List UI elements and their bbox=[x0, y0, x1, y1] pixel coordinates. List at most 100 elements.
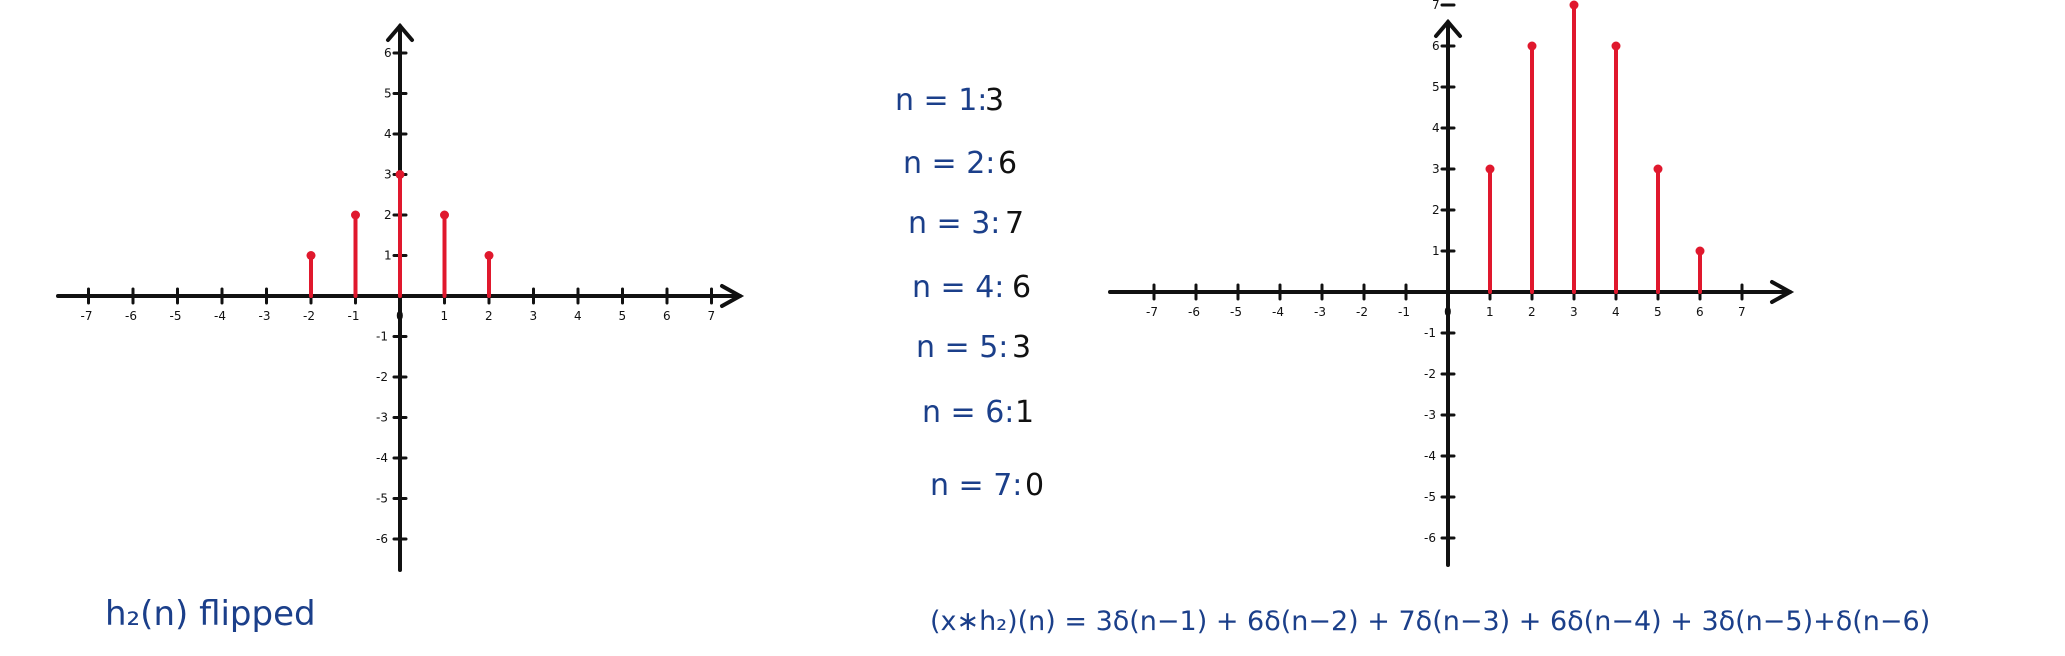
x-tick-label: -5 bbox=[170, 309, 182, 323]
values-row: n = 1: 3 bbox=[895, 83, 1004, 118]
n-label: n = 6: bbox=[922, 395, 1014, 430]
y-tick-label: 6 bbox=[384, 46, 392, 60]
n-value: 6 bbox=[1012, 270, 1031, 305]
y-tick-label: -4 bbox=[1424, 449, 1436, 463]
x-tick-label: -4 bbox=[1272, 305, 1284, 319]
values-row: n = 5: 3 bbox=[916, 330, 1031, 365]
n-value: 3 bbox=[1012, 330, 1031, 365]
y-tick-label: -4 bbox=[376, 451, 388, 465]
y-tick-label: 5 bbox=[384, 87, 392, 101]
y-tick-label: -3 bbox=[376, 411, 388, 425]
stem-marker bbox=[1653, 164, 1663, 174]
y-tick-label: -6 bbox=[1424, 531, 1436, 545]
x-tick-label: 3 bbox=[1570, 305, 1578, 319]
stem-marker bbox=[395, 170, 405, 179]
stem-marker bbox=[1485, 164, 1495, 174]
y-tick-label: 1 bbox=[384, 249, 392, 263]
n-label: n = 2: bbox=[903, 146, 995, 181]
x-ticks: -7 -6 -5 -4 -3 -2 -1 0 1 2 3 4 5 6 7 bbox=[1146, 283, 1746, 319]
x-axis-arrow bbox=[720, 284, 745, 308]
x-tick-label: -2 bbox=[303, 309, 315, 323]
y-tick-label: 4 bbox=[1432, 121, 1440, 135]
x-tick-label: -7 bbox=[1146, 305, 1158, 319]
x-tick-label: 2 bbox=[485, 309, 493, 323]
y-tick-label: -5 bbox=[1424, 490, 1436, 504]
stem-marker bbox=[1695, 246, 1705, 256]
x-tick-label: -5 bbox=[1230, 305, 1242, 319]
y-tick-label: -6 bbox=[376, 532, 388, 546]
convolution-equation: (x∗h₂)(n) = 3δ(n−1) + 6δ(n−2) + 7δ(n−3) … bbox=[930, 606, 1930, 637]
stems bbox=[1485, 0, 1705, 294]
x-tick-label: 7 bbox=[1738, 305, 1746, 319]
y-axis-arrow bbox=[1434, 18, 1462, 38]
x-tick-label: -7 bbox=[81, 309, 93, 323]
y-tick-label: 1 bbox=[1432, 244, 1440, 258]
convolution-result-plot: -7 -6 -5 -4 -3 -2 -1 0 1 2 3 4 5 6 7 -6 -5 -4 -3 -2 -1 1 2 3 4 5… bbox=[1108, 0, 1795, 567]
y-tick-label: -3 bbox=[1424, 408, 1436, 422]
x-tick-label: -6 bbox=[1188, 305, 1200, 319]
y-tick-label: 4 bbox=[384, 127, 392, 141]
x-tick-label: 6 bbox=[663, 309, 671, 323]
values-row: n = 6: 1 bbox=[922, 395, 1034, 430]
y-tick-label: -2 bbox=[376, 370, 388, 384]
x-tick-label: 0 bbox=[1444, 305, 1452, 319]
values-row: n = 2: 6 bbox=[903, 146, 1017, 181]
x-tick-label: -6 bbox=[125, 309, 137, 323]
values-row: n = 3: 7 bbox=[908, 206, 1024, 241]
x-tick-label: 5 bbox=[1654, 305, 1662, 319]
y-tick-label: 2 bbox=[384, 208, 392, 222]
x-tick-label: 2 bbox=[1528, 305, 1536, 319]
stem-marker bbox=[351, 210, 360, 220]
x-tick-label: -3 bbox=[259, 309, 271, 323]
left-caption: h₂(n) flipped bbox=[105, 594, 316, 634]
y-tick-label: -2 bbox=[1424, 367, 1436, 381]
y-tick-label: -1 bbox=[1424, 326, 1436, 340]
x-tick-label: -2 bbox=[1356, 305, 1368, 319]
x-tick-label: -1 bbox=[1398, 305, 1410, 319]
n-label: n = 1: bbox=[895, 83, 987, 118]
x-tick-label: -3 bbox=[1314, 305, 1326, 319]
x-tick-label: 1 bbox=[1486, 305, 1494, 319]
n-value: 0 bbox=[1025, 468, 1044, 503]
n-label: n = 7: bbox=[930, 468, 1022, 503]
x-tick-label: 0 bbox=[396, 309, 404, 323]
x-tick-label: 4 bbox=[574, 309, 582, 323]
stems bbox=[306, 170, 494, 298]
x-tick-label: -4 bbox=[214, 309, 226, 323]
stem-marker bbox=[1611, 41, 1621, 51]
n-value: 1 bbox=[1015, 395, 1034, 430]
y-ticks: -6 -5 -4 -3 -2 -1 1 2 3 4 5 6 7 bbox=[1424, 0, 1456, 545]
n-label: n = 4: bbox=[912, 270, 1004, 305]
x-tick-label: 4 bbox=[1612, 305, 1620, 319]
x-tick-label: 5 bbox=[619, 309, 627, 323]
stem-marker bbox=[484, 251, 494, 260]
stem-marker bbox=[1569, 0, 1579, 10]
n-value: 3 bbox=[985, 83, 1004, 118]
x-tick-label: -1 bbox=[348, 309, 360, 323]
n-value: 7 bbox=[1005, 206, 1024, 241]
y-axis-arrow bbox=[386, 22, 414, 42]
n-label: n = 3: bbox=[908, 206, 1000, 241]
y-tick-label: 5 bbox=[1432, 80, 1440, 94]
y-tick-label: 6 bbox=[1432, 39, 1440, 53]
x-tick-label: 3 bbox=[530, 309, 538, 323]
n-label: n = 5: bbox=[916, 330, 1008, 365]
stem-marker bbox=[1527, 41, 1537, 51]
values-row: n = 7: 0 bbox=[930, 468, 1044, 503]
stem-marker bbox=[440, 210, 449, 220]
y-tick-label: 3 bbox=[384, 168, 392, 182]
x-tick-label: 7 bbox=[708, 309, 716, 323]
x-axis-arrow bbox=[1770, 280, 1795, 304]
y-tick-label: -1 bbox=[376, 330, 388, 344]
y-tick-label: 7 bbox=[1432, 0, 1440, 12]
stem-marker bbox=[306, 251, 316, 260]
x-tick-label: 6 bbox=[1696, 305, 1704, 319]
x-tick-label: 1 bbox=[441, 309, 449, 323]
n-value: 6 bbox=[998, 146, 1017, 181]
y-tick-label: 3 bbox=[1432, 162, 1440, 176]
values-list: n = 1: 3 n = 2: 6 n = 3: 7 n = 4: 6 n = … bbox=[895, 83, 1044, 503]
y-tick-label: 2 bbox=[1432, 203, 1440, 217]
